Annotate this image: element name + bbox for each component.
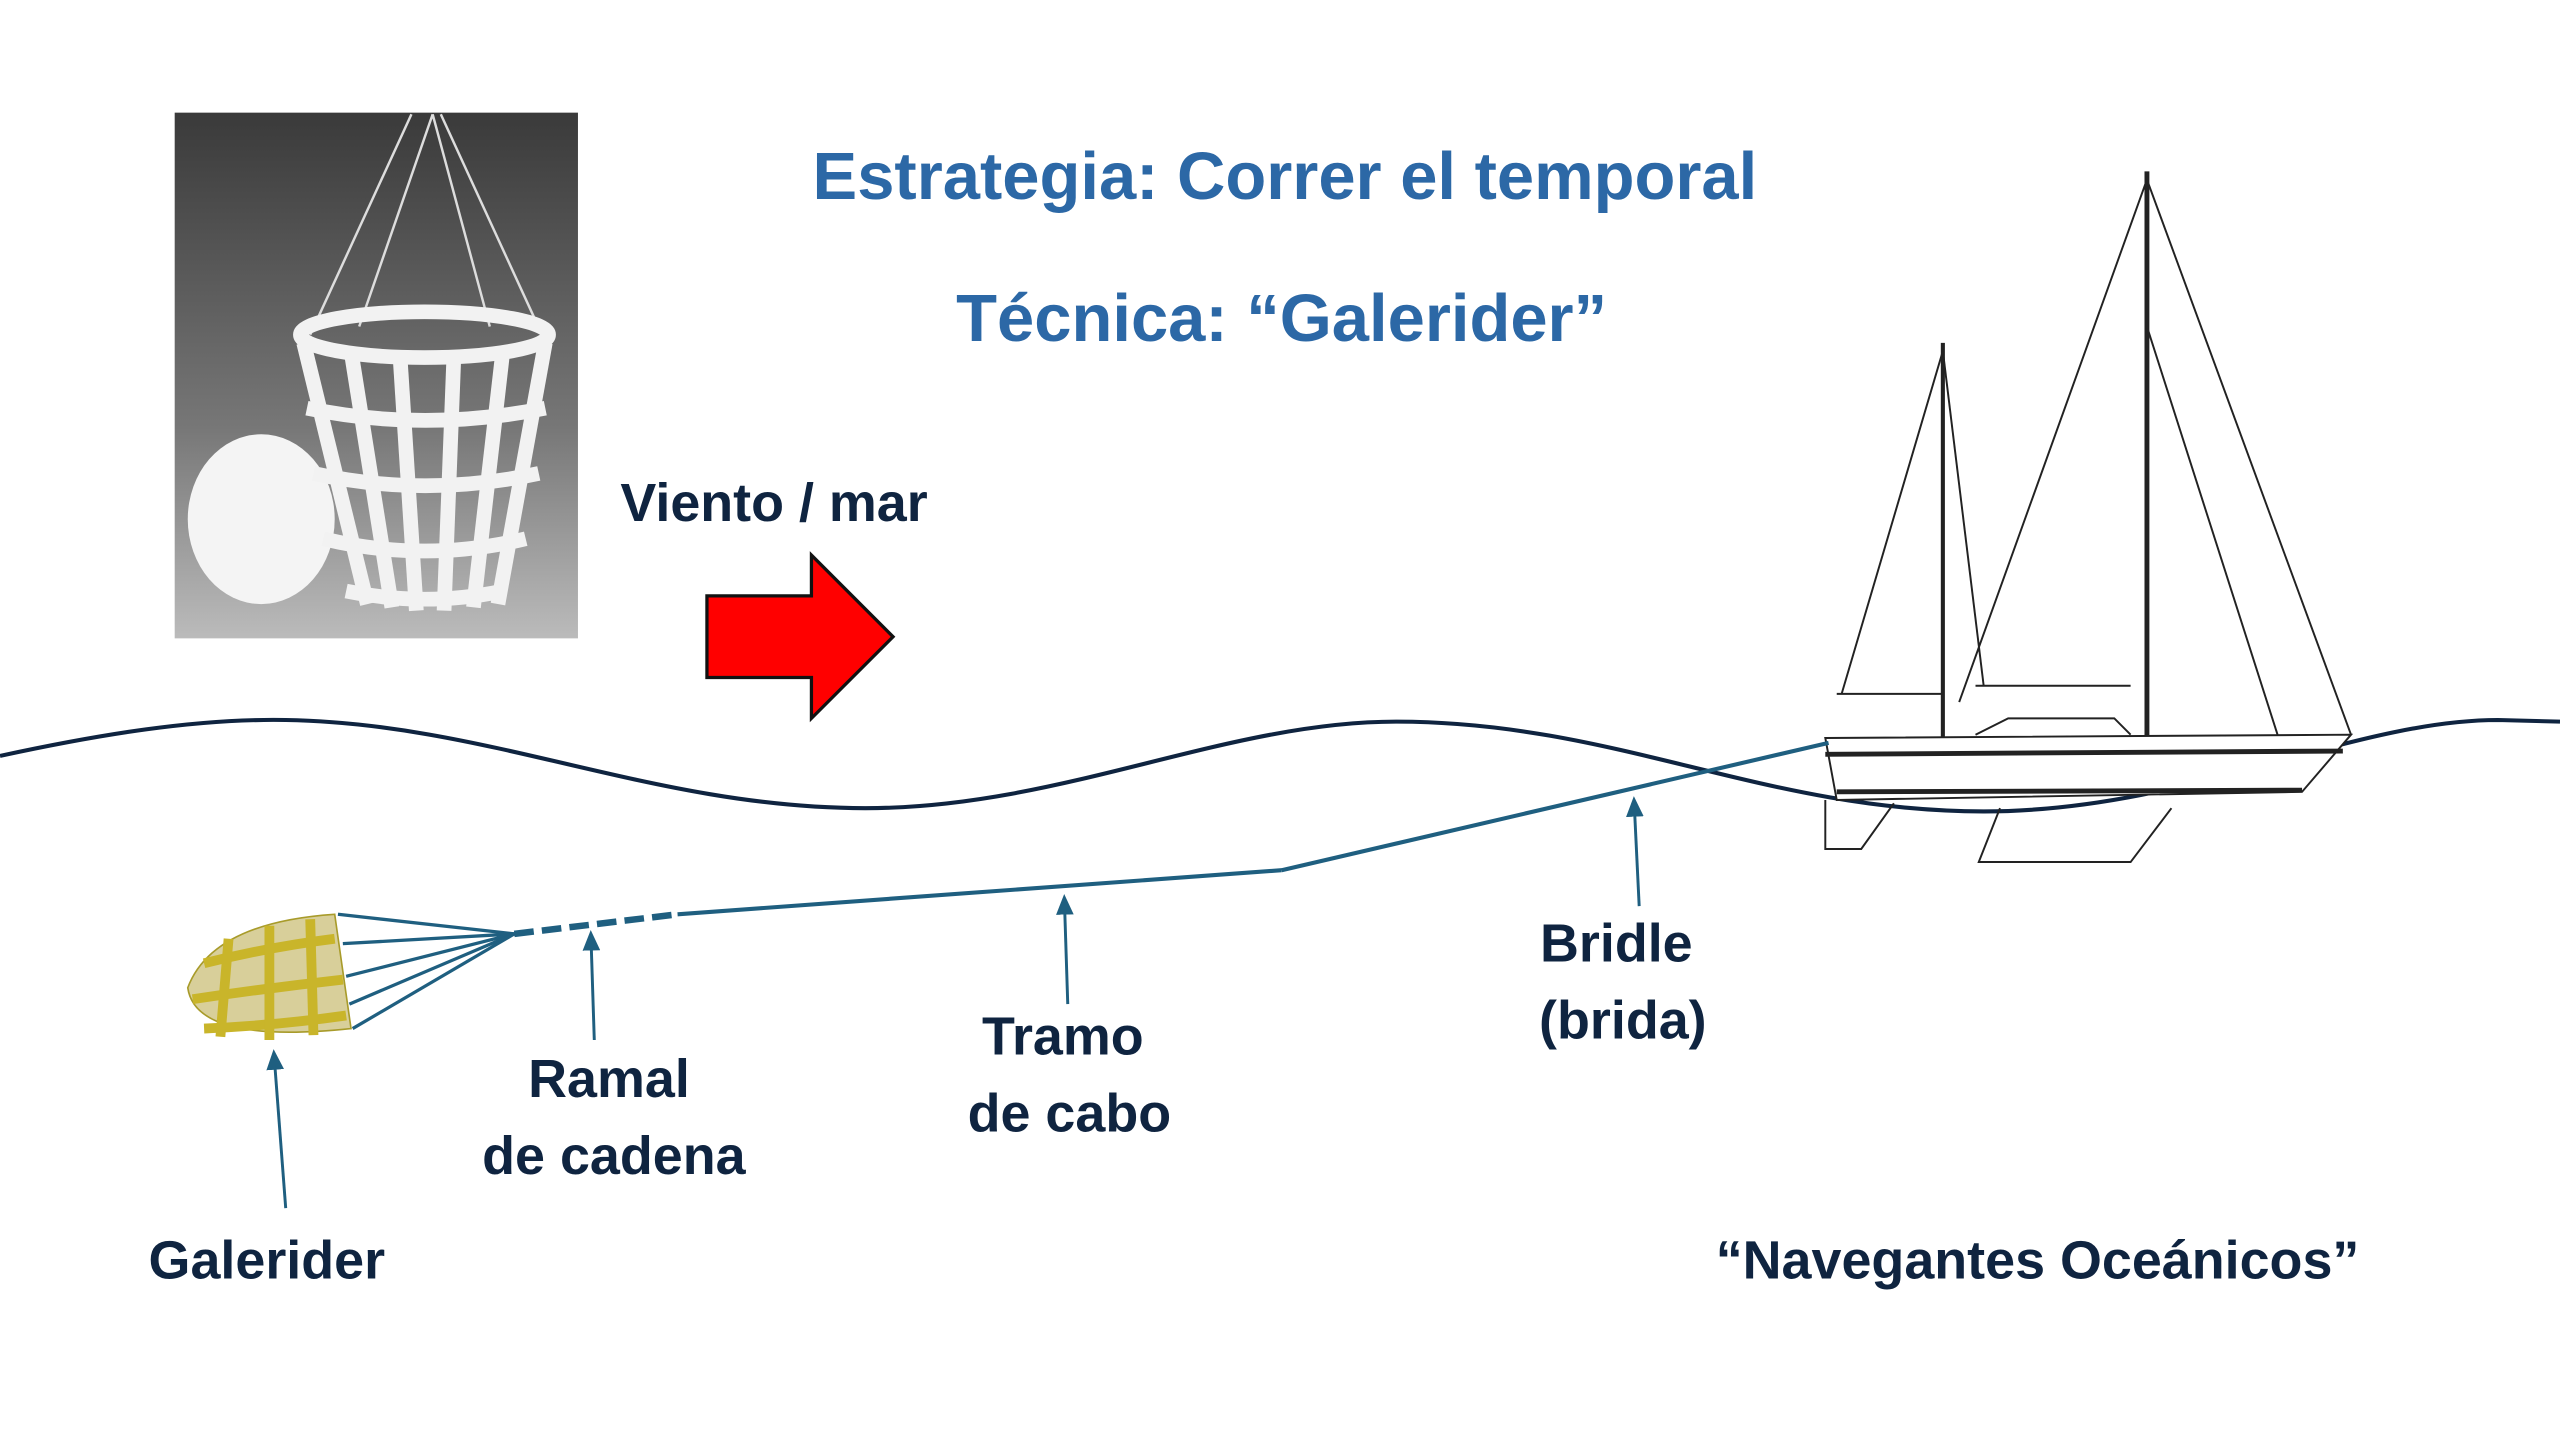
rope-segment <box>677 868 1282 917</box>
title: Estrategia: Correr el temporal <box>813 139 1758 214</box>
wind-arrow-icon <box>705 551 896 723</box>
chain-label-2: de cadena <box>482 1126 746 1186</box>
bridle-label-1: Bridle <box>1540 914 1693 974</box>
rope-pointer <box>1056 894 1074 1005</box>
sailboat <box>1824 171 2354 864</box>
wind-label: Viento / mar <box>620 473 927 533</box>
sea-wave <box>0 717 2560 814</box>
galerider-drogue <box>186 912 516 1040</box>
galerider-photo <box>174 112 578 639</box>
rope-label-1: Tramo <box>982 1007 1144 1067</box>
subtitle: Técnica: “Galerider” <box>956 281 1607 356</box>
bridle-label-2: (brida) <box>1539 990 1707 1050</box>
credit: “Navegantes Oceánicos” <box>1716 1230 2360 1290</box>
chain-label-1: Ramal <box>528 1049 690 1109</box>
chain-segment <box>513 911 678 938</box>
bridle-segment <box>1281 740 1830 873</box>
bridle-pointer <box>1626 796 1644 907</box>
chain-pointer <box>582 929 601 1041</box>
galerider-label: Galerider <box>149 1230 386 1290</box>
galerider-pointer <box>266 1049 288 1209</box>
rope-label-2: de cabo <box>968 1083 1172 1143</box>
